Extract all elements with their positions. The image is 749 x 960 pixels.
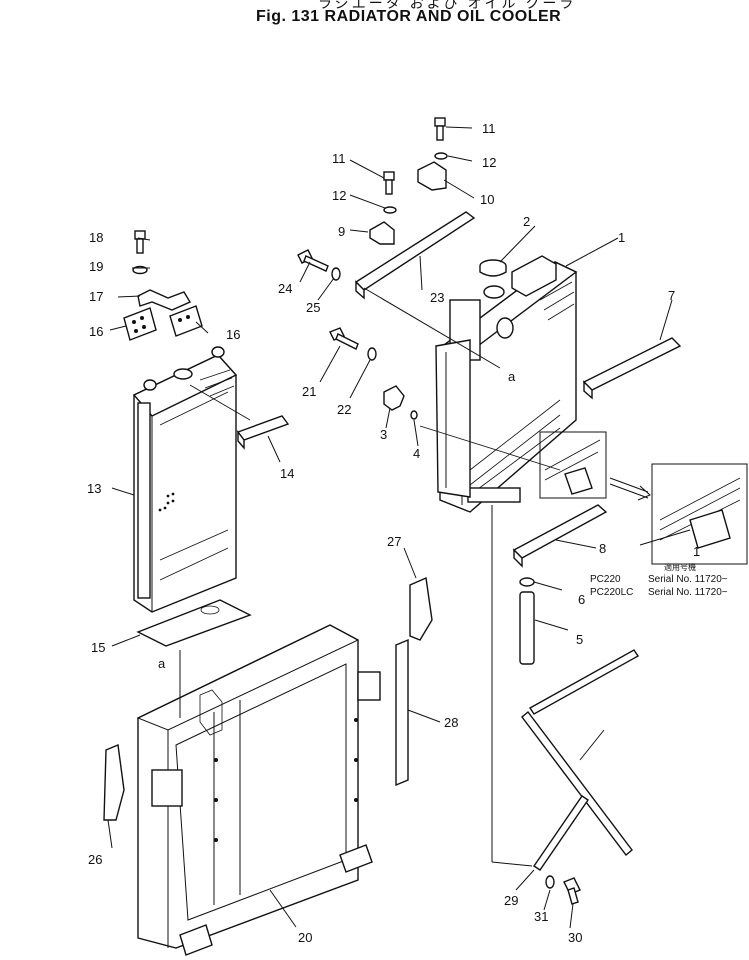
spacer-7 bbox=[582, 337, 682, 391]
bracket-9 bbox=[369, 221, 395, 245]
callout-14: 14 bbox=[280, 466, 294, 481]
japanese-title: ラジエータ および オイル クーラ bbox=[318, 0, 577, 11]
bolt-24 bbox=[297, 249, 329, 272]
callout-6: 6 bbox=[578, 592, 585, 607]
callout-30: 30 bbox=[568, 930, 582, 945]
detail-applicability: 適用号機 PC220 PC220LC Serial No. 11720~ Ser… bbox=[590, 562, 728, 598]
callout-13: 13 bbox=[87, 481, 101, 496]
callout-15: 15 bbox=[91, 640, 105, 655]
detail-box-small bbox=[539, 431, 607, 499]
callout-31: 31 bbox=[534, 909, 548, 924]
washer-12-left bbox=[383, 206, 397, 214]
bracket-16 bbox=[123, 305, 203, 341]
bar-28 bbox=[395, 638, 409, 787]
callout-21: 21 bbox=[302, 384, 316, 399]
callout-10: 10 bbox=[480, 192, 494, 207]
serial-pc220: Serial No. 11720~ bbox=[648, 574, 728, 585]
callout-4: 4 bbox=[413, 446, 420, 461]
model-pc220lc: PC220LC bbox=[590, 587, 633, 598]
detail-arrow bbox=[609, 477, 651, 501]
applicability-jp: 適用号機 bbox=[664, 562, 696, 572]
callout-2: 2 bbox=[523, 214, 530, 229]
washer-12-right bbox=[434, 152, 448, 160]
callout-8: 8 bbox=[599, 541, 606, 556]
ring-4 bbox=[410, 410, 418, 420]
bolt-30 bbox=[563, 877, 581, 905]
oil-cooler-13 bbox=[132, 346, 238, 613]
callout-3: 3 bbox=[380, 427, 387, 442]
detail-box-large bbox=[651, 463, 748, 565]
callout-19: 19 bbox=[89, 259, 103, 274]
callout-28: 28 bbox=[444, 715, 458, 730]
bolt-11-right bbox=[434, 117, 446, 141]
callout-labels: 1 2 3 4 5 6 7 8 9 10 11 11 12 12 13 14 1… bbox=[87, 121, 700, 945]
pad-27 bbox=[409, 576, 433, 641]
callout-24: 24 bbox=[278, 281, 292, 296]
callout-11a: 11 bbox=[482, 121, 496, 136]
callout-16b: 16 bbox=[226, 327, 240, 342]
model-pc220: PC220 bbox=[590, 574, 621, 585]
callout-25: 25 bbox=[306, 300, 320, 315]
callout-11b: 11 bbox=[332, 151, 346, 166]
radiator-1 bbox=[438, 255, 578, 513]
callout-16a: 16 bbox=[89, 324, 103, 339]
fitting-3 bbox=[383, 385, 405, 411]
callout-1: 1 bbox=[618, 230, 625, 245]
washer-25 bbox=[331, 267, 341, 281]
washer-31 bbox=[545, 875, 555, 889]
clamp-6 bbox=[519, 577, 535, 587]
member-23 bbox=[354, 211, 476, 300]
callout-29: 29 bbox=[504, 893, 518, 908]
callout-5: 5 bbox=[576, 632, 583, 647]
serial-pc220lc: Serial No. 11720~ bbox=[648, 587, 728, 598]
clamp-17 bbox=[137, 289, 192, 311]
bracket-10 bbox=[417, 161, 447, 191]
pad-26 bbox=[103, 744, 125, 821]
leader-lines bbox=[107, 126, 691, 929]
callout-12a: 12 bbox=[482, 155, 496, 170]
callout-23: 23 bbox=[430, 290, 444, 305]
bolt-11-left bbox=[383, 171, 395, 195]
callout-a-radiator: a bbox=[508, 369, 516, 384]
callout-a-frame: a bbox=[158, 656, 166, 671]
callout-26: 26 bbox=[88, 852, 102, 867]
side-plate bbox=[435, 339, 471, 498]
callout-20: 20 bbox=[298, 930, 312, 945]
callout-17: 17 bbox=[89, 289, 103, 304]
callout-7: 7 bbox=[668, 288, 675, 303]
washer-22 bbox=[367, 347, 377, 361]
callout-detail-1: 1 bbox=[693, 544, 700, 559]
callout-22: 22 bbox=[337, 402, 351, 417]
bolt-18 bbox=[134, 230, 146, 254]
spacer-14 bbox=[236, 415, 290, 441]
frame-20 bbox=[136, 624, 381, 956]
figure-title: Fig. 131 RADIATOR AND OIL COOLER bbox=[256, 8, 562, 25]
callout-9: 9 bbox=[338, 224, 345, 239]
callout-27: 27 bbox=[387, 534, 401, 549]
callout-12b: 12 bbox=[332, 188, 346, 203]
callout-18: 18 bbox=[89, 230, 103, 245]
hose-5 bbox=[519, 591, 535, 665]
plate-15 bbox=[136, 599, 252, 647]
bolt-21 bbox=[329, 327, 359, 350]
stay-29 bbox=[521, 649, 640, 871]
spacer-8 bbox=[512, 504, 608, 559]
